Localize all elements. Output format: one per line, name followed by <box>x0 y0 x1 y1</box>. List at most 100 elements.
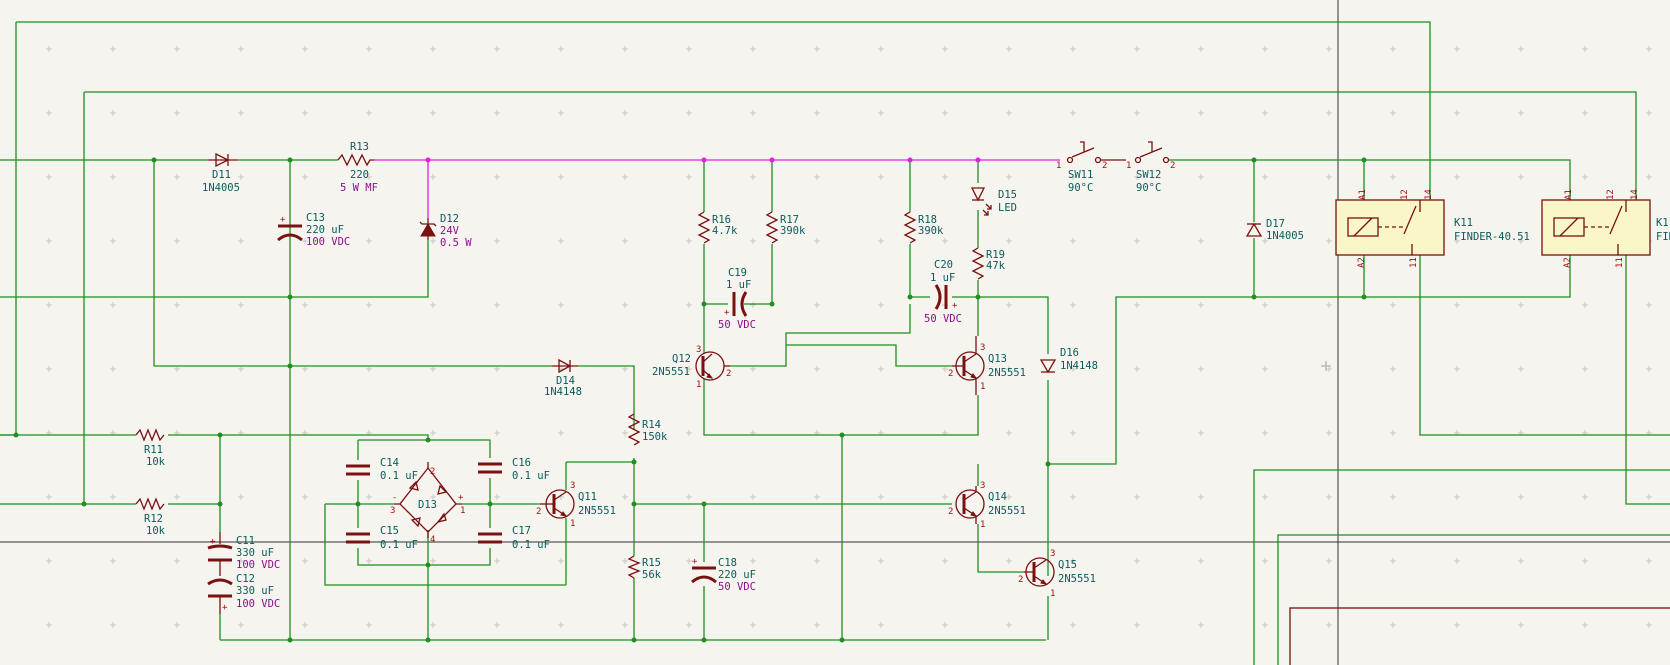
sw11-ref: SW11 <box>1068 169 1093 181</box>
q12-pin2: 2 <box>726 369 731 379</box>
k12-relay[interactable]: A1 A2 12 14 11 K1 FIN <box>1541 189 1670 268</box>
c14-ref: C14 <box>380 457 399 469</box>
k11-relay[interactable]: A1 A2 12 14 11 K11 FINDER-40.51 <box>1335 189 1530 268</box>
c17-capacitor[interactable]: C17 0.1 uF <box>478 525 550 551</box>
c14-capacitor[interactable]: C14 0.1 uF <box>346 457 418 482</box>
r12-value: 10k <box>146 525 166 537</box>
c12-value: 330 uF <box>236 585 274 597</box>
d12-value2: 0.5 W <box>440 237 472 249</box>
c12-capacitor[interactable]: + C12 330 uF 100 VDC <box>207 573 280 614</box>
c19-ref: C19 <box>728 267 747 279</box>
r19-resistor[interactable]: R19 47k <box>971 247 1006 280</box>
sw11-pin2: 2 <box>1102 161 1107 171</box>
cursor-crosshair-icon <box>1321 361 1331 371</box>
d11-ref: D11 <box>212 169 231 181</box>
sw11-value: 90°C <box>1068 182 1093 194</box>
c20-value2: 50 VDC <box>924 313 962 325</box>
k12-p14: 14 <box>1630 189 1640 200</box>
d17-value: 1N4005 <box>1266 230 1304 242</box>
d17-diode[interactable]: D17 1N4005 <box>1245 218 1304 242</box>
sub-sheet-frame[interactable] <box>1289 607 1670 665</box>
r18-ref: R18 <box>918 214 937 226</box>
c16-capacitor[interactable]: C16 0.1 uF <box>478 457 550 482</box>
k12-a1: A1 <box>1564 189 1574 200</box>
r17-value: 390k <box>780 225 806 237</box>
c20-plus: + <box>952 301 958 311</box>
r13-value2: 5 W MF <box>340 182 378 194</box>
c11-capacitor[interactable]: + C11 330 uF 100 VDC <box>207 532 280 576</box>
q15-pin1: 1 <box>1050 589 1055 599</box>
d12-zener[interactable]: D12 24V 0.5 W <box>419 213 472 249</box>
r18-value: 390k <box>918 225 944 237</box>
c14-value: 0.1 uF <box>380 470 418 482</box>
q13-transistor[interactable]: 3 1 2 Q13 2N5551 <box>948 336 1026 395</box>
r12-resistor[interactable]: R12 10k <box>135 497 166 537</box>
c20-capacitor[interactable]: + C20 1 uF 50 VDC <box>924 259 962 325</box>
d15-value: LED <box>998 202 1017 214</box>
c16-ref: C16 <box>512 457 531 469</box>
q11-pin3: 3 <box>570 481 575 491</box>
r18-resistor[interactable]: R18 390k <box>903 211 944 244</box>
k12-ref: K1 <box>1656 217 1669 229</box>
sw12-ref: SW12 <box>1136 169 1161 181</box>
d11-diode[interactable]: D11 1N4005 <box>202 152 240 194</box>
r12-ref: R12 <box>144 513 163 525</box>
c16-value: 0.1 uF <box>512 470 550 482</box>
c13-capacitor[interactable]: + C13 220 uF 100 VDC <box>277 212 350 248</box>
d16-value: 1N4148 <box>1060 360 1098 372</box>
d16-diode[interactable]: D16 1N4148 <box>1039 347 1098 374</box>
c13-plus: + <box>280 215 286 225</box>
d16-ref: D16 <box>1060 347 1079 359</box>
d17-ref: D17 <box>1266 218 1285 230</box>
r11-resistor[interactable]: R11 10k <box>135 428 166 468</box>
c18-ref: C18 <box>718 557 737 569</box>
d15-ref: D15 <box>998 189 1017 201</box>
r15-resistor[interactable]: R15 56k <box>627 555 662 581</box>
c12-ref: C12 <box>236 573 255 585</box>
d14-diode[interactable]: D14 1N4148 <box>544 358 582 398</box>
r14-ref: R14 <box>642 419 661 431</box>
q11-ref: Q11 <box>578 491 597 503</box>
c11-value2: 100 VDC <box>236 559 280 571</box>
sw12-thermal-switch[interactable]: 1 2 SW12 90°C <box>1100 141 1175 194</box>
c11-ref: C11 <box>236 535 255 547</box>
r13-resistor[interactable]: R13 220 5 W MF <box>337 141 378 194</box>
d12-ref: D12 <box>440 213 459 225</box>
k11-p11: 11 <box>1409 257 1419 268</box>
c15-value: 0.1 uF <box>380 539 418 551</box>
r11-value: 10k <box>146 456 166 468</box>
q14-transistor[interactable]: 3 1 2 Q14 2N5551 <box>948 481 1026 530</box>
r19-value: 47k <box>986 260 1006 272</box>
d11-value: 1N4005 <box>202 182 240 194</box>
r14-resistor[interactable]: R14 150k <box>627 413 668 446</box>
q13-value: 2N5551 <box>988 367 1026 379</box>
q11-pin1: 1 <box>570 519 575 529</box>
q12-pin1: 1 <box>696 380 701 390</box>
sw11-thermal-switch[interactable]: 1 2 SW11 90°C <box>1056 141 1107 194</box>
q15-transistor[interactable]: 3 1 2 Q15 2N5551 <box>1018 549 1096 599</box>
q15-value: 2N5551 <box>1058 573 1096 585</box>
q13-pin1: 1 <box>980 382 985 392</box>
r16-resistor[interactable]: R16 4.7k <box>697 211 738 244</box>
q11-transistor[interactable]: 3 1 2 Q11 2N5551 <box>536 481 616 529</box>
d13-plus: + <box>458 493 464 503</box>
r17-resistor[interactable]: R17 390k <box>765 211 806 244</box>
c17-value: 0.1 uF <box>512 539 550 551</box>
q12-ref: Q12 <box>672 353 691 365</box>
k12-p12: 12 <box>1606 189 1616 200</box>
q12-transistor[interactable]: 3 1 2 Q12 2N5551 <box>652 345 731 390</box>
q15-ref: Q15 <box>1058 559 1077 571</box>
r19-ref: R19 <box>986 249 1005 261</box>
c18-capacitor[interactable]: + C18 220 uF 50 VDC <box>691 557 756 593</box>
k11-a1: A1 <box>1358 189 1368 200</box>
c15-capacitor[interactable]: C15 0.1 uF <box>346 525 418 551</box>
r11-ref: R11 <box>144 444 163 456</box>
d13-bridge-rectifier[interactable]: D13 2 4 3 1 - + <box>390 462 465 545</box>
sw12-pin2: 2 <box>1170 161 1175 171</box>
r13-ref: R13 <box>350 141 369 153</box>
c12-value2: 100 VDC <box>236 598 280 610</box>
q14-value: 2N5551 <box>988 505 1026 517</box>
d15-led[interactable]: D15 LED <box>970 187 1017 216</box>
c19-capacitor[interactable]: + C19 1 uF 50 VDC <box>718 267 756 331</box>
